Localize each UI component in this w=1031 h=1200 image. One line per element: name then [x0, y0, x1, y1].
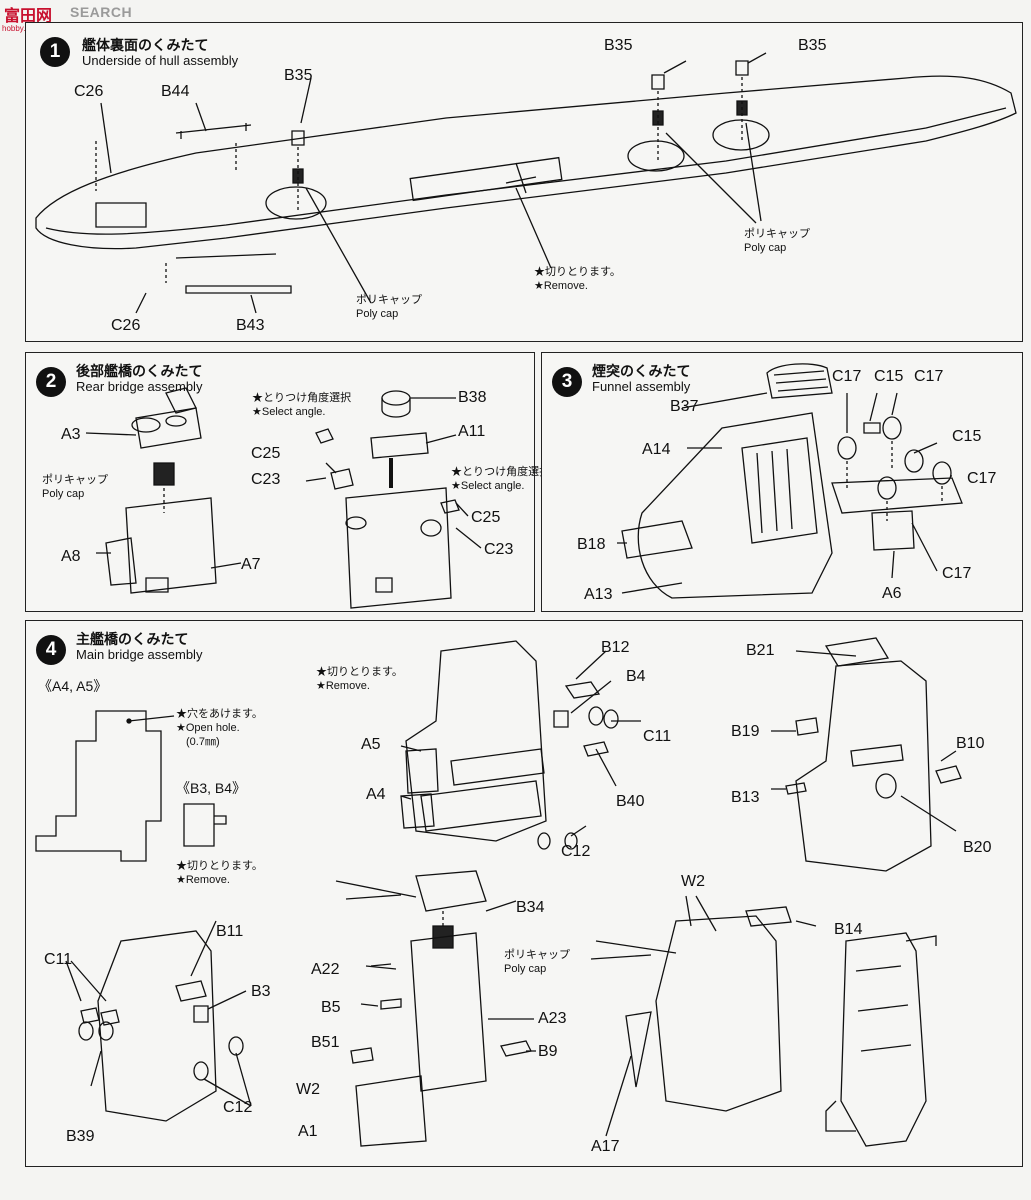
- rear-bridge-drawing: [26, 353, 534, 611]
- watermark-text: SEARCH: [70, 4, 133, 20]
- watermark: 富田网 hobby.shoo.com SEARCH: [0, 0, 170, 33]
- part-c15-1: C15: [874, 368, 904, 385]
- step-1-number: 1: [40, 37, 70, 67]
- part-c23-2: C23: [484, 541, 514, 558]
- part-a14: A14: [642, 441, 671, 458]
- part-b3: B3: [251, 983, 271, 1000]
- part-c25-2: C25: [471, 509, 501, 526]
- step-1-title: 艦体裏面のくみたて Underside of hull assembly: [82, 37, 238, 69]
- part-a6: A6: [882, 585, 902, 602]
- part-c26-1: C26: [74, 83, 104, 100]
- step-4-number: 4: [36, 635, 66, 665]
- part-a13: A13: [584, 586, 613, 603]
- part-b20: B20: [963, 839, 992, 856]
- part-b37: B37: [670, 398, 699, 415]
- part-a3: A3: [61, 426, 81, 443]
- open-hole-note: ★穴をあけます。 ★Open hole. (0.7㎜): [176, 708, 263, 748]
- part-w2-1: W2: [296, 1081, 320, 1098]
- step-1-title-jp: 艦体裏面のくみたて: [82, 37, 209, 53]
- part-c11-2: C11: [44, 951, 73, 968]
- part-a7: A7: [241, 556, 261, 573]
- sub-a4-a5: 《A4, A5》: [38, 678, 108, 694]
- part-a22: A22: [311, 961, 340, 978]
- step-3-title: 煙突のくみたて Funnel assembly: [592, 363, 691, 394]
- step-2-title: 後部艦橋のくみたて Rear bridge assembly: [76, 363, 203, 394]
- part-b21: B21: [746, 642, 775, 659]
- part-c26-2: C26: [111, 317, 141, 334]
- part-a11: A11: [458, 423, 486, 440]
- step-2-number: 2: [36, 367, 66, 397]
- part-c11-1: C11: [643, 728, 672, 745]
- part-b14: B14: [834, 921, 863, 938]
- part-b38: B38: [458, 389, 487, 406]
- part-c25-1: C25: [251, 445, 281, 462]
- part-b13: B13: [731, 789, 760, 806]
- step-3-panel: 3 煙突のくみたて Funnel assembly: [541, 352, 1023, 612]
- part-b11: B11: [216, 923, 244, 940]
- part-b12: B12: [601, 639, 630, 656]
- step-2-panel: 2 後部艦橋のくみたて Rear bridge assembly: [25, 352, 550, 612]
- part-a8: A8: [61, 548, 81, 565]
- part-b43: B43: [236, 317, 265, 334]
- part-b34: B34: [516, 899, 545, 916]
- remove-note-1: ★切りとります。★Remove.: [534, 266, 621, 292]
- watermark-logo: 富田网: [4, 8, 53, 25]
- step-4-title: 主艦橋のくみたて Main bridge assembly: [76, 631, 203, 662]
- step-4-panel: 4 主艦橋のくみたて Main bridge assembly 《A4, A5》…: [25, 620, 1023, 1167]
- part-c23-1: C23: [251, 471, 281, 488]
- funnel-drawing: [542, 353, 1022, 611]
- part-b35-3: B35: [798, 37, 827, 54]
- part-a5: A5: [361, 736, 381, 753]
- part-b51: B51: [311, 1034, 340, 1051]
- select-angle-note-2: ★とりつけ角度選択★Select angle.: [451, 466, 551, 492]
- part-c17-1: C17: [832, 368, 862, 385]
- part-b35-2: B35: [604, 37, 633, 54]
- part-b44: B44: [161, 83, 190, 100]
- part-b9: B9: [538, 1043, 558, 1060]
- part-c15-2: C15: [952, 428, 982, 445]
- part-c17-2: C17: [914, 368, 944, 385]
- part-a17: A17: [591, 1138, 620, 1155]
- part-b39: B39: [66, 1128, 95, 1145]
- part-b40: B40: [616, 793, 645, 810]
- hull-underside-drawing: [26, 23, 1022, 341]
- part-c17-4: C17: [942, 565, 972, 582]
- part-a4: A4: [366, 786, 386, 803]
- part-b4: B4: [626, 668, 646, 685]
- part-a23: A23: [538, 1010, 567, 1027]
- part-c17-3: C17: [967, 470, 997, 487]
- part-b18: B18: [577, 536, 606, 553]
- part-c12-2: C12: [223, 1099, 253, 1116]
- part-b5: B5: [321, 999, 341, 1016]
- step-1-panel: 1 艦体裏面のくみたて Underside of hull assembly: [25, 22, 1023, 342]
- part-b35-1: B35: [284, 67, 313, 84]
- part-b19: B19: [731, 723, 760, 740]
- part-w2-2: W2: [681, 873, 705, 890]
- part-a1: A1: [298, 1123, 318, 1140]
- select-angle-note-1: ★とりつけ角度選択★Select angle.: [252, 392, 352, 418]
- main-bridge-drawing: [26, 621, 1022, 1166]
- part-b10: B10: [956, 735, 985, 752]
- remove-note-b3b4: ★切りとります。★Remove.: [176, 860, 263, 886]
- part-c12-1: C12: [561, 843, 591, 860]
- sub-b3-b4: 《B3, B4》: [176, 780, 247, 796]
- step-3-number: 3: [552, 367, 582, 397]
- step-1-title-en: Underside of hull assembly: [82, 53, 239, 68]
- remove-note-bridge: ★切りとります。★Remove.: [316, 666, 403, 692]
